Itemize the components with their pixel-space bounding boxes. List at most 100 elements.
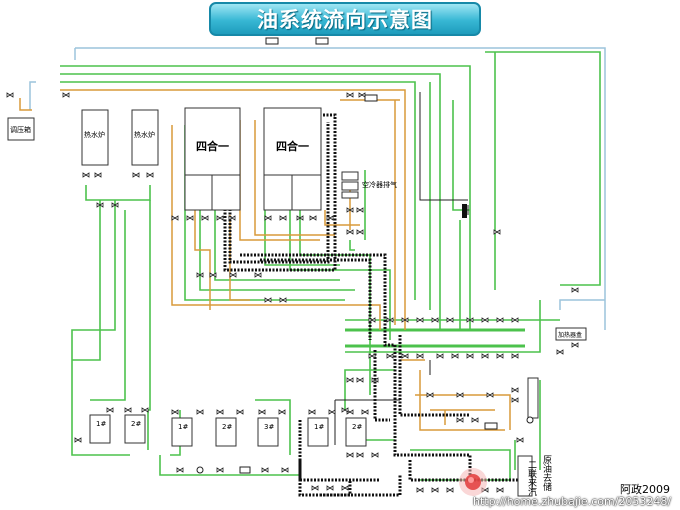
tank-5: [257, 417, 279, 447]
valve-icon: [431, 317, 439, 323]
valve-icon: [311, 485, 319, 491]
tank-6: [307, 417, 329, 447]
unit-2-label: 四合一: [276, 140, 309, 153]
valve-icon: [278, 409, 286, 415]
valve-icon: [356, 377, 364, 383]
valve-icon: [416, 353, 424, 359]
valve-icon: [358, 92, 366, 98]
valve-icon: [228, 215, 236, 221]
valve-icon: [361, 409, 369, 415]
valve-icon: [264, 215, 272, 221]
valve-icon: [6, 92, 14, 98]
valve-icon: [196, 409, 204, 415]
heater-box-label: 加热器盒: [558, 332, 583, 339]
valve-icon: [111, 202, 119, 208]
valve-icon: [82, 172, 90, 178]
heater-gas-label: 空冷器排气: [362, 181, 397, 189]
valve-icon: [258, 409, 266, 415]
tank-7-label: 2#: [352, 423, 363, 431]
valve-icon: [124, 407, 132, 413]
valve-icon: [346, 377, 354, 383]
valve-icon: [426, 392, 434, 398]
valve-icon: [486, 392, 494, 398]
author-credit: 阿政2009: [620, 483, 670, 496]
valve-icon: [456, 392, 464, 398]
valve-icon: [356, 207, 364, 213]
valve-icon: [146, 172, 154, 178]
valve-icon: [556, 349, 564, 355]
valve-icon: [176, 467, 184, 473]
valve-icon: [416, 317, 424, 323]
valve-icon: [511, 353, 519, 359]
valve-icon: [141, 407, 149, 413]
thin-dark-lines: [334, 92, 469, 445]
side-text-1: 原油去储: [541, 455, 551, 491]
tank-6-label: 1#: [314, 423, 325, 431]
equipment: [7, 107, 587, 497]
boiler-2: [131, 109, 159, 166]
tank-3-label: 1#: [178, 423, 189, 431]
valve-icon: [493, 229, 501, 235]
pressure-tank-label: 调压箱: [10, 126, 31, 134]
valve-icon: [171, 215, 179, 221]
boiler-1-label: 热水炉: [84, 131, 105, 139]
valve-icon: [96, 202, 104, 208]
valve-icon: [229, 272, 237, 278]
valve-icon: [401, 353, 409, 359]
valve-icon: [451, 353, 459, 359]
valve-icon: [401, 317, 409, 323]
tank-1: [89, 414, 111, 444]
side-text-2: 二联来汽: [526, 460, 536, 496]
valve-icon: [94, 172, 102, 178]
valve-icon: [346, 207, 354, 213]
valve-icon: [368, 353, 376, 359]
valve-icon: [236, 409, 244, 415]
valve-icon: [209, 272, 217, 278]
valve-icon: [254, 272, 262, 278]
valve-icon: [132, 172, 140, 178]
valve-icon: [371, 452, 379, 458]
page-title: 油系统流向示意图: [209, 2, 481, 36]
valve-icon: [511, 387, 519, 393]
valve-icon: [511, 317, 519, 323]
highlighted-pump: [459, 468, 487, 496]
green-headers: [345, 328, 525, 348]
valve-icon: [74, 437, 82, 443]
valve-icon: [481, 353, 489, 359]
valve-icon: [309, 215, 317, 221]
valve-icon: [326, 485, 334, 491]
valve-icon: [216, 467, 224, 473]
valve-icon: [346, 409, 354, 415]
heater-box: [555, 327, 587, 341]
valve-icon: [436, 353, 444, 359]
tank-5-label: 3#: [264, 423, 275, 431]
valve-icon: [346, 229, 354, 235]
valve-icon: [196, 272, 204, 278]
orange-pipelines: [19, 89, 511, 431]
valve-icon: [446, 487, 454, 493]
frame-lines: [29, 47, 606, 330]
valves: [6, 92, 579, 493]
valve-icon: [371, 377, 379, 383]
valve-icon: [171, 409, 179, 415]
tank-4: [215, 417, 237, 447]
instruments: [196, 37, 534, 474]
valve-icon: [279, 215, 287, 221]
valve-icon: [496, 353, 504, 359]
valve-icon: [571, 287, 579, 293]
valve-icon: [279, 297, 287, 303]
valve-icon: [431, 487, 439, 493]
tank-1-label: 1#: [96, 420, 107, 428]
valve-icon: [264, 297, 272, 303]
valve-icon: [496, 487, 504, 493]
valve-icon: [341, 485, 349, 491]
unit-1-label: 四合一: [196, 140, 229, 153]
valve-icon: [481, 317, 489, 323]
valve-icon: [571, 342, 579, 348]
valve-icon: [326, 215, 334, 221]
valve-icon: [516, 437, 524, 443]
valve-icon: [216, 409, 224, 415]
valve-icon: [201, 215, 209, 221]
valve-icon: [308, 409, 316, 415]
valve-icon: [106, 407, 114, 413]
